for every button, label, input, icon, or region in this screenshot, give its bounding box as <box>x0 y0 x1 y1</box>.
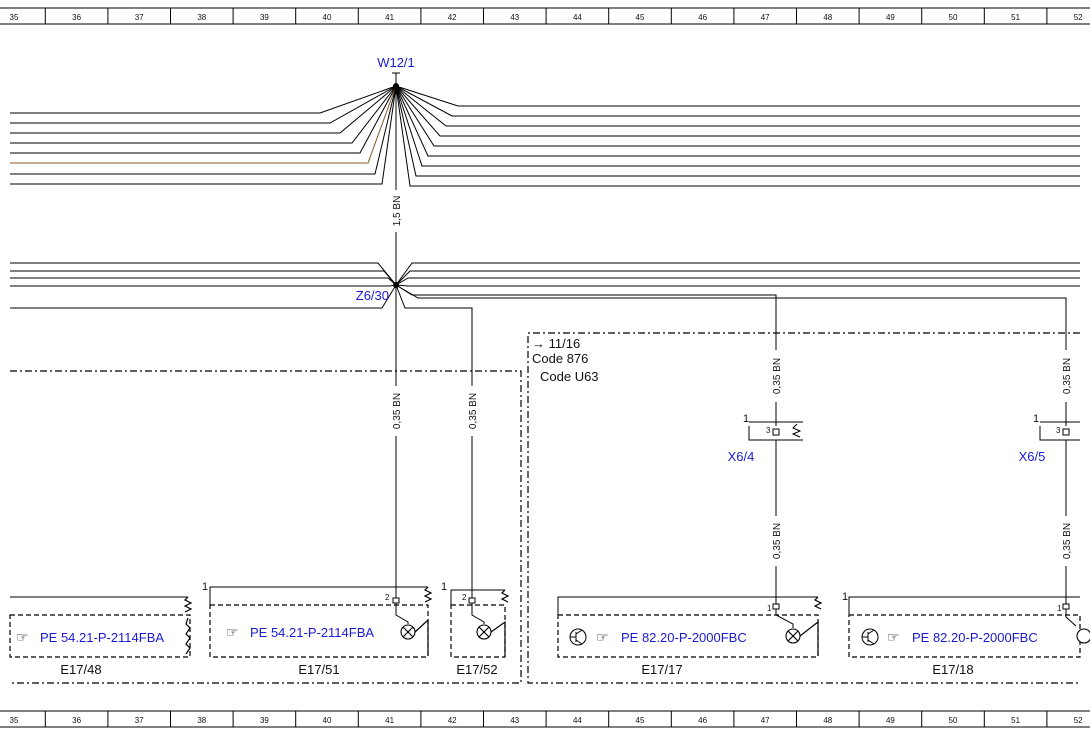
top-ruler-number: 41 <box>385 13 394 22</box>
top-ruler-number: 46 <box>698 13 707 22</box>
wire-label-e17-51: 0,35 BN <box>392 393 403 429</box>
ref-e17-18[interactable]: PE 82.20-P-2000FBC <box>912 630 1038 645</box>
transistor-symbols <box>569 628 879 646</box>
top-ruler-number: 42 <box>448 13 457 22</box>
bottom-ruler-number: 52 <box>1074 716 1083 725</box>
z6-30-splice-dot <box>393 282 399 288</box>
top-ruler-number: 49 <box>886 13 895 22</box>
wire-label-x6-5-lower: 0,35 BN <box>1062 523 1073 559</box>
bottom-ruler-number: 49 <box>886 716 895 725</box>
pin-e17-17-1: 1 <box>767 604 772 613</box>
ref-e17-48[interactable]: PE 54.21-P-2114FBA <box>40 630 164 645</box>
wire-label-x6-4-lower: 0,35 BN <box>772 523 783 559</box>
top-ruler-number: 40 <box>323 13 332 22</box>
pointer-icon-e17-51: ☞ <box>226 624 239 640</box>
label-x6-5: X6/5 <box>1019 449 1046 464</box>
label-e17-51: E17/51 <box>298 662 339 677</box>
top-ruler-number: 37 <box>135 13 144 22</box>
bottom-ruler-number: 48 <box>823 716 832 725</box>
bottom-ruler-number: 42 <box>448 716 457 725</box>
top-ruler-number: 48 <box>823 13 832 22</box>
lamp-symbols <box>400 624 1090 644</box>
connector-x6-4 <box>748 421 803 441</box>
top-ruler-number: 52 <box>1074 13 1083 22</box>
bottom-ruler-number: 41 <box>385 716 394 725</box>
top-ruler-number: 35 <box>10 13 19 22</box>
top-ruler-number: 51 <box>1011 13 1020 22</box>
pin-e17-18-1: 1 <box>842 591 848 603</box>
label-e17-17: E17/17 <box>641 662 682 677</box>
label-e17-52: E17/52 <box>456 662 497 677</box>
bottom-ruler-number: 39 <box>260 716 269 725</box>
pin-e17-52-1: 1 <box>441 581 447 593</box>
code-876: Code 876 <box>532 351 588 366</box>
label-e17-18: E17/18 <box>932 662 973 677</box>
pin-e17-18-1b: 1 <box>1057 604 1062 613</box>
pin-e17-51-2: 2 <box>385 593 390 602</box>
ref-e17-17[interactable]: PE 82.20-P-2000FBC <box>621 630 747 645</box>
bottom-ruler-number: 45 <box>636 716 645 725</box>
pin-x6-4-3: 3 <box>766 426 771 435</box>
bottom-ruler-number: 37 <box>135 716 144 725</box>
top-ruler-number: 39 <box>260 13 269 22</box>
bottom-ruler-number: 35 <box>10 716 19 725</box>
dash-dot-frames <box>10 332 1080 684</box>
z6-30-wire-fan <box>10 262 1080 386</box>
ref-e17-51[interactable]: PE 54.21-P-2114FBA <box>250 625 374 640</box>
label-e17-48: E17/48 <box>60 662 101 677</box>
bottom-ruler-number: 46 <box>698 716 707 725</box>
bottom-ruler-number: 50 <box>949 716 958 725</box>
top-ruler-number: 38 <box>197 13 206 22</box>
lamp-supply-lines <box>10 586 1080 628</box>
pin-e17-52-2: 2 <box>462 593 467 602</box>
code-u63: Code U63 <box>540 369 599 384</box>
wire-label-x6-4-upper: 0,35 BN <box>772 358 783 394</box>
pointer-icon-e17-18: ☞ <box>887 629 900 645</box>
top-ruler-number: 36 <box>72 13 81 22</box>
pin-x6-5-3: 3 <box>1056 426 1061 435</box>
top-ruler-number: 45 <box>636 13 645 22</box>
bottom-ruler: 35 36 37 38 39 40 41 42 43 44 45 46 47 48 49 50 51 52 <box>0 710 1090 728</box>
pin-e17-51-1: 1 <box>202 581 208 593</box>
top-ruler-number: 44 <box>573 13 582 22</box>
bottom-ruler-number: 51 <box>1011 716 1020 725</box>
bottom-ruler-number: 47 <box>761 716 770 725</box>
box-edge-zigzags <box>183 586 823 656</box>
pointer-icon-e17-48: ☞ <box>16 629 29 645</box>
w12-1-wire-fan <box>10 72 1080 285</box>
w12-1-splice-dot <box>393 83 399 89</box>
label-x6-4: X6/4 <box>728 449 755 464</box>
top-ruler: 35 36 37 38 39 40 41 42 43 44 45 46 47 48 49 50 51 52 <box>0 7 1090 25</box>
pin-x6-5-1: 1 <box>1033 413 1039 425</box>
bottom-ruler-number: 36 <box>72 716 81 725</box>
label-w12-1: W12/1 <box>377 55 415 70</box>
lamp-icon-e17-18 <box>1076 628 1090 644</box>
code-ref: → 11/16 <box>532 336 580 351</box>
top-ruler-number: 50 <box>949 13 958 22</box>
pin-x6-4-1: 1 <box>743 413 749 425</box>
top-ruler-number: 43 <box>510 13 519 22</box>
bottom-ruler-number: 40 <box>323 716 332 725</box>
branch-wires <box>395 402 1067 604</box>
wire-label-e17-52: 0,35 BN <box>468 393 479 429</box>
top-ruler-number: 47 <box>761 13 770 22</box>
bottom-ruler-number: 38 <box>197 716 206 725</box>
wire-label-main: 1,5 BN <box>392 196 403 227</box>
bottom-ruler-number: 43 <box>510 716 519 725</box>
label-z6-30: Z6/30 <box>356 288 389 303</box>
wire-label-x6-5-upper: 0,35 BN <box>1062 358 1073 394</box>
pointer-icon-e17-17: ☞ <box>596 629 609 645</box>
connector-x6-5 <box>1039 421 1080 441</box>
bottom-ruler-number: 44 <box>573 716 582 725</box>
